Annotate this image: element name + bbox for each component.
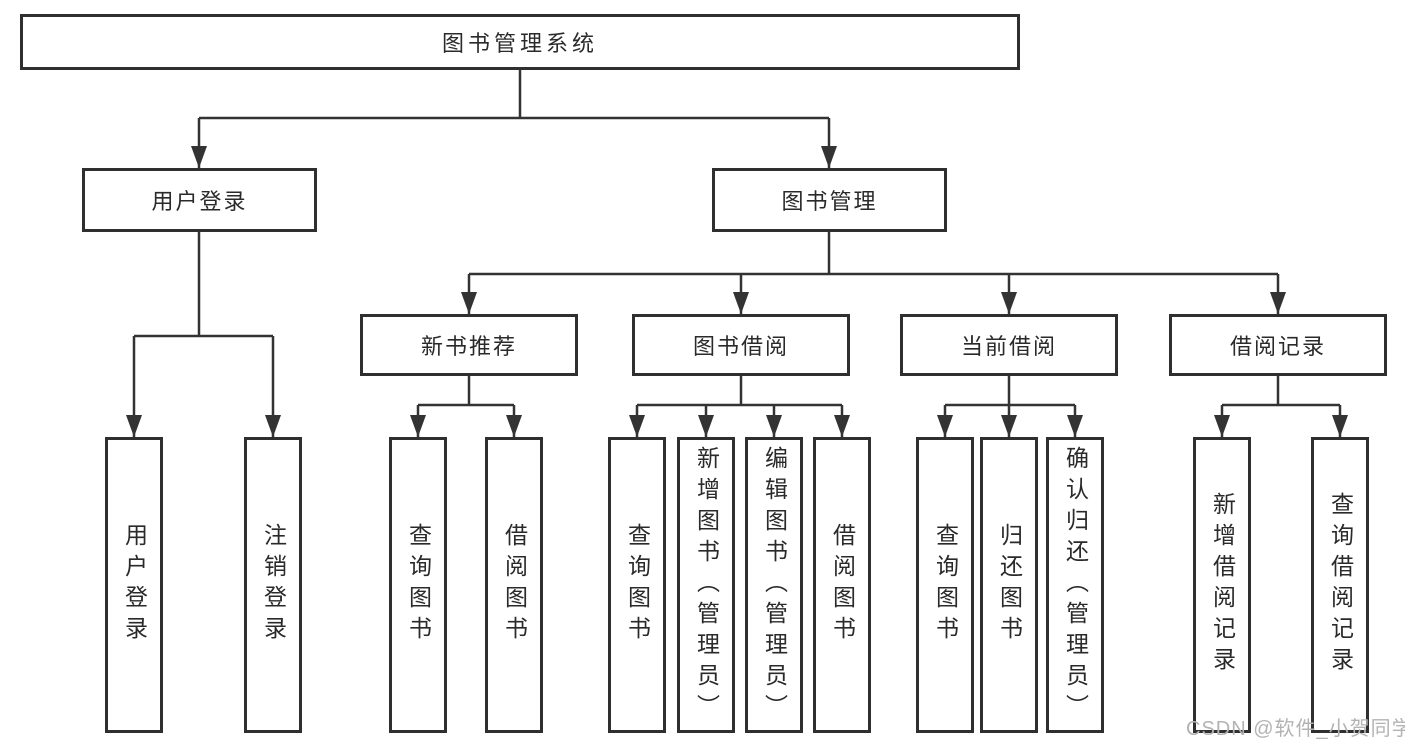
leaf-borrowing-edit-books-admin: 编辑图书（管理员）	[745, 437, 803, 733]
leaf-user-login-label: 用户登录	[121, 523, 148, 647]
leaf-current-query-books: 查询图书	[916, 437, 974, 733]
leaf-records-add-borrow-record-label: 新增借阅记录	[1209, 492, 1236, 678]
leaf-current-query-books-label: 查询图书	[932, 523, 959, 647]
watermark: CSDN @软件_小贺同学	[1186, 718, 1405, 740]
leaf-borrowing-borrow-books-label: 借阅图书	[829, 523, 856, 647]
leaf-borrowing-add-books-admin-label: 新增图书（管理员）	[693, 445, 720, 725]
leaf-borrowing-query-books-label: 查询图书	[624, 523, 651, 647]
node-book-borrowing: 图书借阅	[632, 314, 850, 376]
leaf-recommend-borrow-books-label: 借阅图书	[501, 523, 528, 647]
connector-skeleton	[134, 70, 1340, 407]
node-new-book-recommendation: 新书推荐	[360, 314, 578, 376]
leaf-current-confirm-return-admin: 确认归还（管理员）	[1046, 437, 1104, 733]
leaf-logout-label: 注销登录	[260, 523, 287, 647]
leaf-borrowing-borrow-books: 借阅图书	[813, 437, 871, 733]
leaf-borrowing-add-books-admin: 新增图书（管理员）	[677, 437, 735, 733]
leaf-recommend-query-books-label: 查询图书	[405, 523, 432, 647]
node-borrowing-records: 借阅记录	[1169, 314, 1387, 376]
leaf-records-query-borrow-record-label: 查询借阅记录	[1327, 492, 1354, 678]
node-book-management: 图书管理	[712, 168, 947, 232]
leaf-borrowing-edit-books-admin-label: 编辑图书（管理员）	[761, 445, 788, 725]
leaf-borrowing-query-books: 查询图书	[608, 437, 666, 733]
leaf-logout: 注销登录	[244, 437, 302, 733]
leaf-recommend-borrow-books: 借阅图书	[485, 437, 543, 733]
leaf-user-login: 用户登录	[105, 437, 163, 733]
leaf-records-query-borrow-record: 查询借阅记录	[1311, 437, 1369, 733]
node-user-login: 用户登录	[82, 168, 317, 232]
node-library-management-system: 图书管理系统	[20, 14, 1020, 70]
node-current-borrowing: 当前借阅	[900, 314, 1118, 376]
leaf-current-confirm-return-admin-label: 确认归还（管理员）	[1062, 445, 1089, 725]
leaf-current-return-books: 归还图书	[980, 437, 1038, 733]
leaf-recommend-query-books: 查询图书	[389, 437, 447, 733]
leaf-current-return-books-label: 归还图书	[996, 523, 1023, 647]
leaf-records-add-borrow-record: 新增借阅记录	[1193, 437, 1251, 733]
